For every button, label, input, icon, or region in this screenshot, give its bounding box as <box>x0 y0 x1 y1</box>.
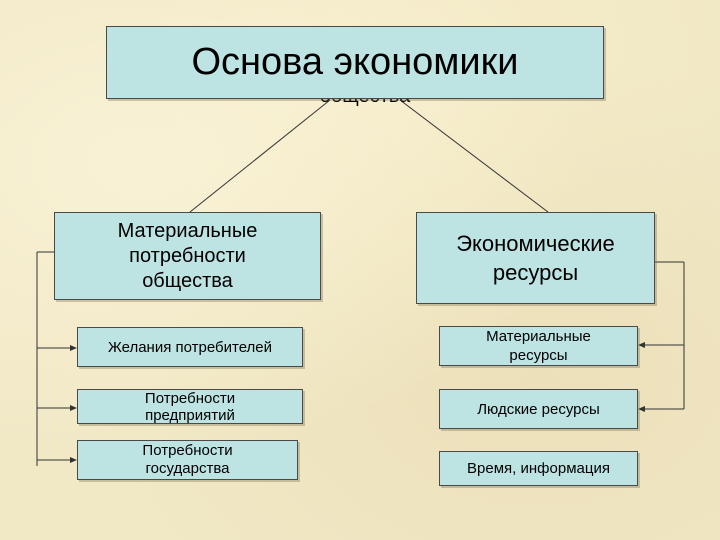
arrowhead-left-1 <box>70 345 77 351</box>
root-node-label: Основа экономики <box>191 41 519 83</box>
left-child-label-3: Потребности государства <box>142 442 233 477</box>
right-child-label-3: Время, информация <box>467 460 610 477</box>
right-branch-label: Экономические ресурсы <box>456 231 615 285</box>
arrowhead-right-2 <box>638 406 645 412</box>
right-child-label-1: Материальные ресурсы <box>486 328 591 364</box>
left-branch-node: Материальные потребности общества <box>54 212 321 300</box>
right-child-node-3: Время, информация <box>439 451 638 486</box>
root-node: Основа экономики <box>106 26 604 99</box>
connector-root-left <box>189 99 331 213</box>
connector-root-right <box>399 99 549 213</box>
right-child-node-1: Материальные ресурсы <box>439 326 638 366</box>
arrowhead-left-2 <box>70 405 77 411</box>
arrowhead-right-1 <box>638 342 645 348</box>
left-child-label-1: Желания потребителей <box>107 338 273 356</box>
arrowhead-left-3 <box>70 457 77 463</box>
right-branch-node: Экономические ресурсы <box>416 212 655 304</box>
left-branch-label: Материальные потребности общества <box>117 219 258 292</box>
right-child-label-2: Людские ресурсы <box>477 400 600 418</box>
left-child-node-2: Потребности предприятий <box>77 389 303 424</box>
left-child-label-2: Потребности предприятий <box>144 389 236 424</box>
right-child-node-2: Людские ресурсы <box>439 389 638 429</box>
left-child-node-1: Желания потребителей <box>77 327 303 367</box>
left-child-node-3: Потребности государства <box>77 440 298 480</box>
